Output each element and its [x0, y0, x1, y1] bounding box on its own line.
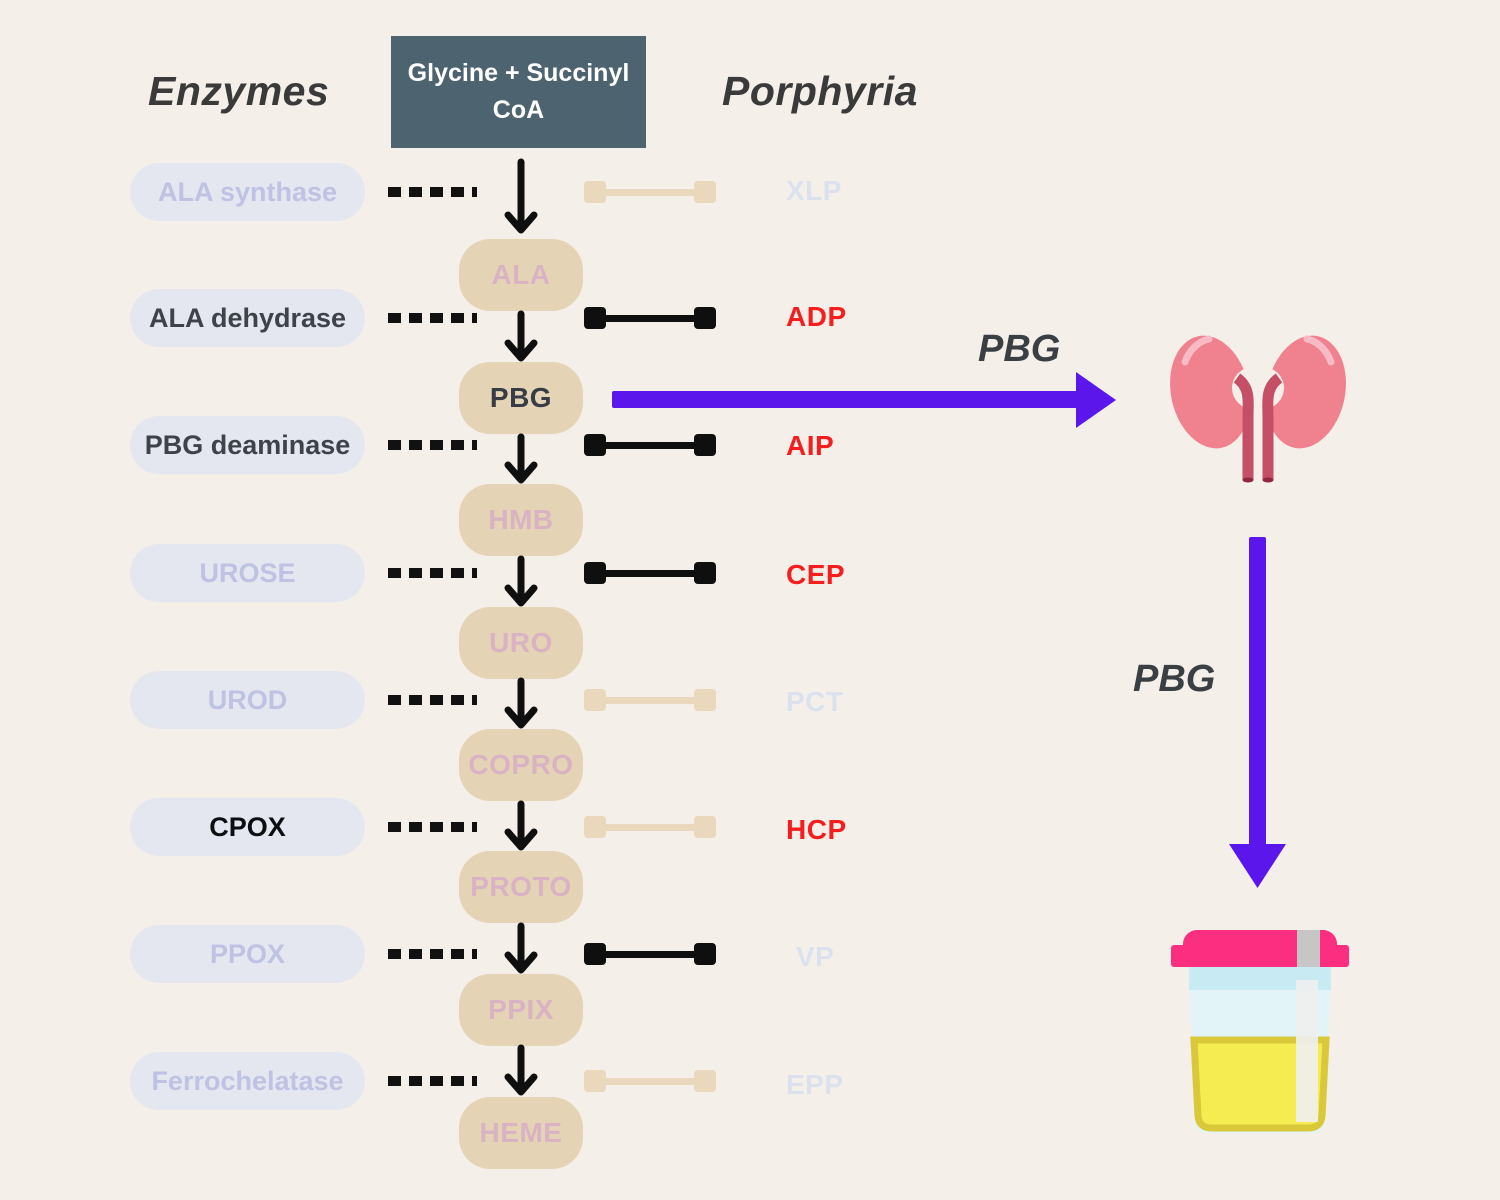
pbg-to-kidney-label: PBG	[978, 328, 1061, 370]
inhibition-bar-aip	[584, 434, 716, 456]
dashed-connector	[388, 822, 477, 832]
porphyria-label-aip: AIP	[786, 430, 835, 461]
dashed-connector	[388, 1076, 477, 1086]
inhibition-bar-pct	[584, 689, 716, 711]
intermediate-node-uro: URO	[459, 607, 583, 679]
enzyme-pill-ferrochelatase: Ferrochelatase	[130, 1052, 365, 1110]
inhibition-bar-hcp	[584, 816, 716, 838]
intermediate-node-pbg: PBG	[459, 362, 583, 434]
start-node-glycine-succinyl-coa: Glycine + Succinyl CoA	[391, 36, 646, 148]
start-node-line2: CoA	[492, 96, 545, 124]
intermediate-node-hmb: HMB	[459, 484, 583, 556]
porphyria-label-adp: ADP	[786, 301, 847, 332]
pbg-arrow-to-kidney	[612, 372, 1116, 428]
enzyme-pill-pbg-deaminase: PBG deaminase	[130, 416, 365, 474]
porphyria-label-epp: EPP	[786, 1069, 844, 1100]
kidneys-icon	[1170, 335, 1346, 483]
inhibition-bar-epp	[584, 1070, 716, 1092]
porphyria-label-hcp: HCP	[786, 814, 847, 845]
intermediate-node-copro: COPRO	[459, 729, 583, 801]
inhibition-bar-vp	[584, 943, 716, 965]
heading-porphyria: Porphyria	[722, 68, 918, 114]
enzyme-pill-urose: UROSE	[130, 544, 365, 602]
porphyria-label-xlp: XLP	[786, 175, 842, 206]
enzyme-pill-ala-synthase: ALA synthase	[130, 163, 365, 221]
urine-sample-cup-icon	[1171, 930, 1349, 1133]
intermediate-node-ppix: PPIX	[459, 974, 583, 1046]
dashed-connector	[388, 187, 477, 197]
intermediate-node-heme: HEME	[459, 1097, 583, 1169]
enzyme-pill-ala-dehydrase: ALA dehydrase	[130, 289, 365, 347]
inhibition-bar-xlp	[584, 181, 716, 203]
pbg-to-urine-label: PBG	[1133, 658, 1216, 700]
heading-enzymes: Enzymes	[148, 68, 330, 114]
enzyme-pill-cpox: CPOX	[130, 798, 365, 856]
start-node-line1: Glycine + Succinyl	[407, 58, 630, 87]
enzyme-pill-ppox: PPOX	[130, 925, 365, 983]
intermediate-node-ala: ALA	[459, 239, 583, 311]
intermediate-node-proto: PROTO	[459, 851, 583, 923]
inhibition-bar-cep	[584, 562, 716, 584]
inhibition-bar-adp	[584, 307, 716, 329]
porphyria-label-cep: CEP	[786, 559, 846, 590]
dashed-connector	[388, 949, 477, 959]
dashed-connector	[388, 695, 477, 705]
porphyria-label-vp: VP	[796, 941, 835, 972]
pbg-arrow-to-urine	[1229, 537, 1286, 888]
dashed-connector	[388, 440, 477, 450]
porphyria-label-pct: PCT	[786, 686, 844, 717]
enzyme-pill-urod: UROD	[130, 671, 365, 729]
dashed-connector	[388, 568, 477, 578]
dashed-connector	[388, 313, 477, 323]
